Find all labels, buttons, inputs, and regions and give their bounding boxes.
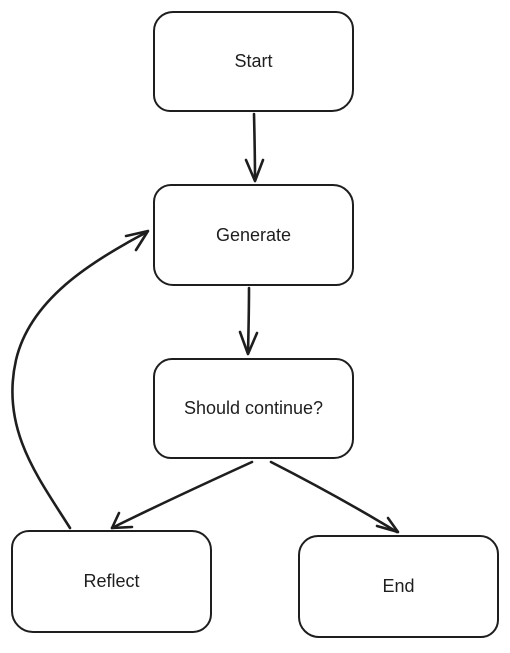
arrow-start-to-generate: [244, 112, 265, 183]
arrow-reflect-to-generate: [11, 229, 150, 530]
arrow-should-continue-to-end: [269, 460, 400, 534]
should-continue-node[interactable]: Should continue?: [153, 358, 354, 459]
start-node-label: Start: [234, 51, 273, 71]
end-node-label: End: [382, 576, 415, 596]
generate-node-label: Generate: [215, 224, 292, 245]
arrow-should-continue-to-reflect: [110, 460, 254, 530]
end-node[interactable]: End: [298, 535, 499, 638]
generate-node[interactable]: Generate: [153, 184, 354, 286]
should-continue-node-label: Should continue?: [183, 398, 324, 418]
reflect-node-label: Reflect: [83, 571, 140, 591]
reflect-node[interactable]: Reflect: [11, 530, 212, 633]
start-node[interactable]: Start: [153, 11, 354, 112]
arrow-generate-to-should-continue: [238, 286, 259, 356]
